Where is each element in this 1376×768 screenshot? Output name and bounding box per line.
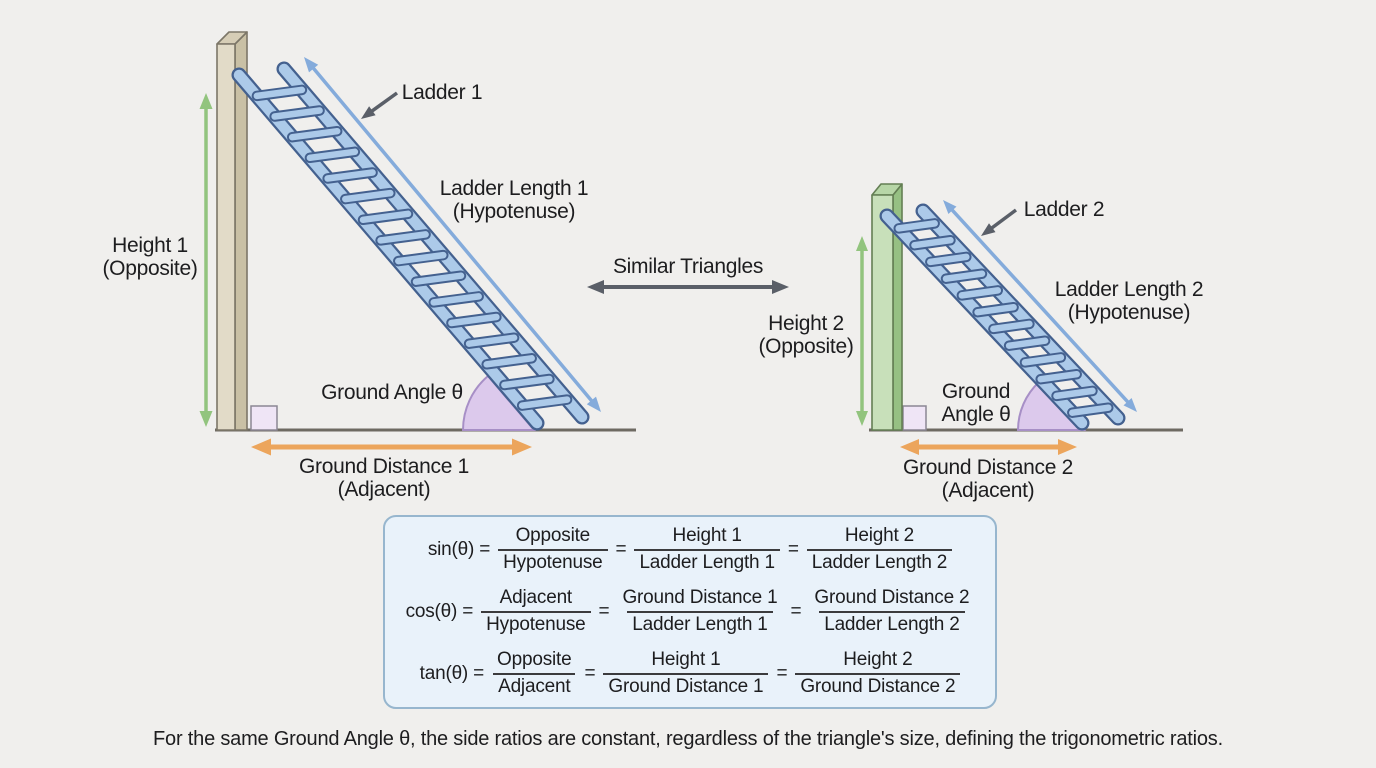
denominator: Hypotenuse (481, 611, 591, 638)
tan-fraction-ratio: Opposite Adjacent (492, 648, 576, 699)
ladder-length-2-line2: (Hypotenuse) (1067, 301, 1191, 324)
formula-row-sin: sin(θ) = Opposite Hypotenuse = Height 1 … (385, 521, 995, 579)
equals-sign: = (787, 539, 799, 560)
numerator: Ground Distance 1 (622, 587, 778, 609)
ground-angle-2-label: Ground Angle θ (941, 380, 1010, 426)
formula-row-cos: cos(θ) = Adjacent Hypotenuse = Ground Di… (385, 583, 995, 641)
ground-distance-2-label: Ground Distance 2 (Adjacent) (903, 456, 1073, 502)
denominator: Ladder Length 2 (806, 549, 953, 576)
ground-distance-1-label: Ground Distance 1 (Adjacent) (299, 455, 469, 501)
height-1-arrow (199, 93, 213, 427)
cos-fraction-triangle1: Ground Distance 1 Ladder Length 1 (617, 586, 782, 637)
ground-distance-2-line1: Ground Distance 2 (903, 456, 1073, 479)
sin-fraction-triangle1: Height 1 Ladder Length 1 (634, 524, 780, 576)
cos-fraction-ratio: Adjacent Hypotenuse (481, 586, 591, 638)
equals-sign: = (790, 601, 802, 622)
denominator: Ladder Length 1 (634, 549, 780, 576)
numerator: Height 1 (672, 525, 742, 547)
ground-distance-1-arrow (251, 438, 532, 456)
sin-fraction-ratio: Opposite Hypotenuse (498, 524, 608, 576)
numerator: Height 2 (843, 649, 913, 671)
tan-fraction-triangle2: Height 2 Ground Distance 2 (795, 648, 961, 700)
cos-function-label: cos(θ) = (405, 601, 474, 622)
denominator: Ground Distance 1 (603, 673, 769, 700)
equals-sign: = (776, 663, 788, 684)
numerator: Ground Distance 2 (814, 587, 970, 609)
ground-distance-1-line2: (Adjacent) (337, 478, 431, 501)
denominator: Ladder Length 1 (627, 611, 773, 638)
height-1-line2: (Opposite) (102, 257, 198, 280)
ladder-length-2-line1: Ladder Length 2 (1054, 278, 1204, 301)
ground-distance-1-line1: Ground Distance 1 (299, 455, 469, 478)
ground-distance-2-arrow (900, 439, 1077, 455)
ladder-1-pointer-arrow (361, 91, 399, 119)
ladder-length-1-arrow (304, 57, 601, 412)
ladder-2-pointer-arrow (981, 208, 1018, 236)
caption: For the same Ground Angle θ, the side ra… (153, 728, 1223, 750)
ladder-length-1-line2: (Hypotenuse) (452, 200, 576, 223)
ground-distance-2-line2: (Adjacent) (941, 479, 1035, 502)
numerator: Height 2 (844, 525, 915, 547)
height-2-label: Height 2 (Opposite) (758, 312, 853, 358)
tan-fraction-triangle1: Height 1 Ground Distance 1 (603, 648, 769, 700)
formula-row-tan: tan(θ) = Opposite Adjacent = Height 1 Gr… (385, 645, 995, 703)
denominator: Ladder Length 2 (819, 611, 965, 638)
ladder-2 (879, 203, 1126, 431)
ladder-length-1-label: Ladder Length 1 (Hypotenuse) (439, 177, 589, 223)
ground-angle-1-label: Ground Angle θ (321, 381, 463, 404)
ladder-2-label: Ladder 2 (1023, 198, 1105, 221)
height-2-arrow (856, 236, 868, 426)
equals-sign: = (584, 663, 596, 684)
numerator: Height 1 (651, 649, 721, 671)
sin-fraction-triangle2: Height 2 Ladder Length 2 (806, 524, 953, 576)
sin-function-label: sin(θ) = (427, 539, 491, 560)
ladder-1 (231, 61, 590, 431)
height-2-line1: Height 2 (768, 312, 844, 335)
wall-1 (216, 31, 248, 431)
cos-fraction-triangle2: Ground Distance 2 Ladder Length 2 (809, 586, 974, 637)
denominator: Adjacent (493, 673, 576, 700)
similar-triangles-arrow (587, 280, 789, 294)
numerator: Opposite (515, 525, 591, 547)
numerator: Opposite (497, 649, 572, 671)
equals-sign: = (598, 601, 610, 622)
tan-function-label: tan(θ) = (419, 663, 485, 684)
formula-box: sin(θ) = Opposite Hypotenuse = Height 1 … (383, 515, 997, 709)
height-2-line2: (Opposite) (758, 335, 854, 358)
right-angle-marker-2 (902, 405, 927, 431)
equals-sign: = (615, 539, 627, 560)
wall-2 (871, 183, 903, 431)
ground-angle-2-line1: Ground (941, 380, 1011, 403)
ground-angle-2-line2: Angle θ (941, 403, 1011, 426)
denominator: Hypotenuse (498, 549, 608, 576)
right-angle-marker-1 (250, 405, 278, 431)
height-1-line1: Height 1 (112, 234, 188, 257)
numerator: Adjacent (499, 587, 573, 609)
height-1-label: Height 1 (Opposite) (102, 234, 197, 280)
ladder-length-2-label: Ladder Length 2 (Hypotenuse) (1054, 278, 1204, 324)
ladder-length-2-arrow (943, 200, 1137, 412)
ladder-1-label: Ladder 1 (401, 81, 483, 104)
ladder-length-1-line1: Ladder Length 1 (439, 177, 589, 200)
similar-triangles-label: Similar Triangles (612, 255, 764, 278)
denominator: Ground Distance 2 (795, 673, 961, 700)
